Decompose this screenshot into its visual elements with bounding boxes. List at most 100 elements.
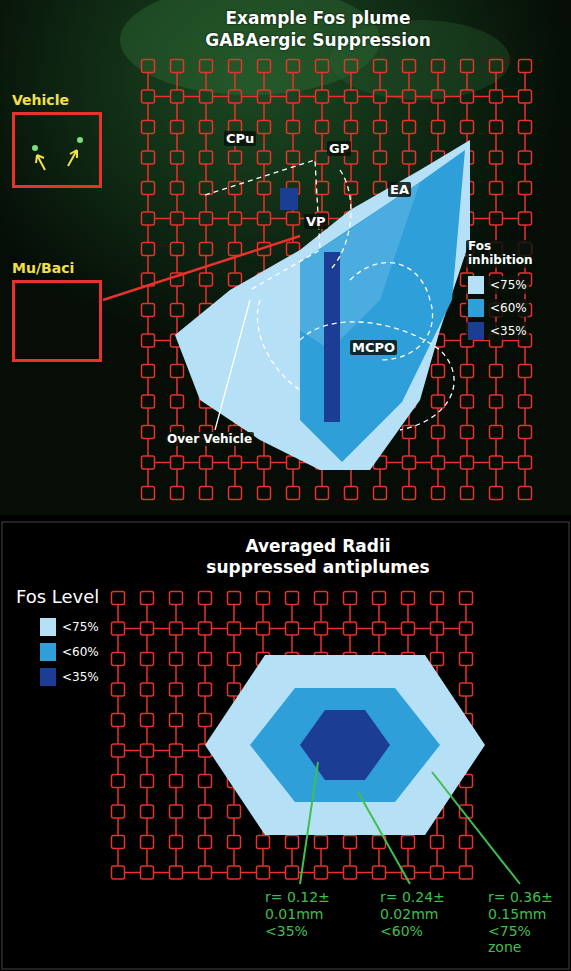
grid-cell (344, 836, 357, 849)
grid-link (204, 605, 206, 623)
grid-cell (112, 653, 125, 666)
grid-link (524, 408, 526, 426)
grid-link (204, 666, 206, 684)
inset-box: Mu/Baci (12, 260, 102, 362)
grid-link (465, 635, 467, 653)
grid-link (234, 164, 236, 182)
grid-cell (170, 805, 183, 818)
grid-cell (287, 487, 300, 500)
grid-cell (373, 592, 386, 605)
grid-link (204, 757, 206, 775)
grid-link (503, 462, 519, 464)
grid-cell (344, 592, 357, 605)
grid-link (147, 439, 149, 457)
grid-link (147, 195, 149, 213)
grid-cell (170, 744, 183, 757)
grid-link (155, 462, 171, 464)
grid-link (233, 818, 235, 836)
grid-cell (432, 60, 445, 73)
grid-link (437, 469, 439, 487)
grid-cell (461, 395, 474, 408)
grid-link (320, 635, 322, 653)
grid-cell (402, 836, 415, 849)
grid-link (146, 666, 148, 684)
grid-cell (432, 395, 445, 408)
grid-cell (258, 60, 271, 73)
grid-cell (287, 121, 300, 134)
grid-link (147, 103, 149, 121)
grid-cell (200, 212, 213, 225)
grid-cell (519, 90, 532, 103)
grid-link (474, 218, 490, 220)
grid-cell (200, 487, 213, 500)
grid-cell (316, 60, 329, 73)
grid-cell (200, 243, 213, 256)
grid-link (117, 635, 119, 653)
radius-label: r= 0.12± 0.01mm <35% (265, 889, 341, 939)
grid-link (117, 666, 119, 684)
grid-link (175, 696, 177, 714)
grid-cell (171, 151, 184, 164)
grid-cell (519, 151, 532, 164)
grid-link (176, 378, 178, 396)
grid-link (146, 605, 148, 623)
grid-cell (461, 365, 474, 378)
grid-link (349, 849, 351, 867)
grid-link (321, 103, 323, 121)
grid-link (466, 347, 468, 365)
grid-link (379, 134, 381, 152)
legend-text: <35% (62, 670, 99, 684)
grid-link (292, 225, 294, 243)
grid-cell (490, 212, 503, 225)
grid-cell (171, 90, 184, 103)
grid-cell (142, 212, 155, 225)
grid-link (437, 134, 439, 152)
grid-cell (315, 622, 328, 635)
pointer-line (215, 300, 250, 430)
grid-cell (112, 592, 125, 605)
grid-cell (519, 395, 532, 408)
grid-cell (286, 592, 299, 605)
grid-cell (287, 60, 300, 73)
region-border (257, 300, 300, 390)
grid-link (117, 696, 119, 714)
grid-link (357, 628, 373, 630)
grid-cell (170, 653, 183, 666)
grid-cell (344, 622, 357, 635)
grid-link (184, 96, 200, 98)
grid-cell (374, 121, 387, 134)
arrow (36, 155, 45, 170)
grid-link (524, 164, 526, 182)
grid-link (205, 256, 207, 274)
grid-cell (432, 121, 445, 134)
grid-link (292, 469, 294, 487)
leader-line (432, 772, 520, 884)
grid-link (465, 849, 467, 867)
grid-link (445, 340, 461, 342)
grid-cell (228, 836, 241, 849)
grid-cell (519, 60, 532, 73)
arrow (68, 150, 77, 166)
grid-link (176, 408, 178, 426)
grid-link (234, 103, 236, 121)
inset-pointer (103, 236, 300, 300)
grid-link (292, 134, 294, 152)
grid-cell (200, 60, 213, 73)
grid-cell (228, 622, 241, 635)
grid-link (147, 73, 149, 91)
grid-link (437, 408, 439, 426)
grid-link (524, 103, 526, 121)
grid-link (263, 103, 265, 121)
grid-link (358, 96, 374, 98)
region-border (330, 170, 351, 270)
grid-link (407, 605, 409, 623)
grid-link (117, 849, 119, 867)
grid-link (349, 605, 351, 623)
grid-cell (170, 714, 183, 727)
grid-link (445, 96, 461, 98)
legend-entry: <75% (466, 276, 529, 294)
panel-title: Example Fos plume (225, 8, 410, 28)
grid-link (350, 103, 352, 121)
grid-link (147, 134, 149, 152)
grid-link (408, 134, 410, 152)
